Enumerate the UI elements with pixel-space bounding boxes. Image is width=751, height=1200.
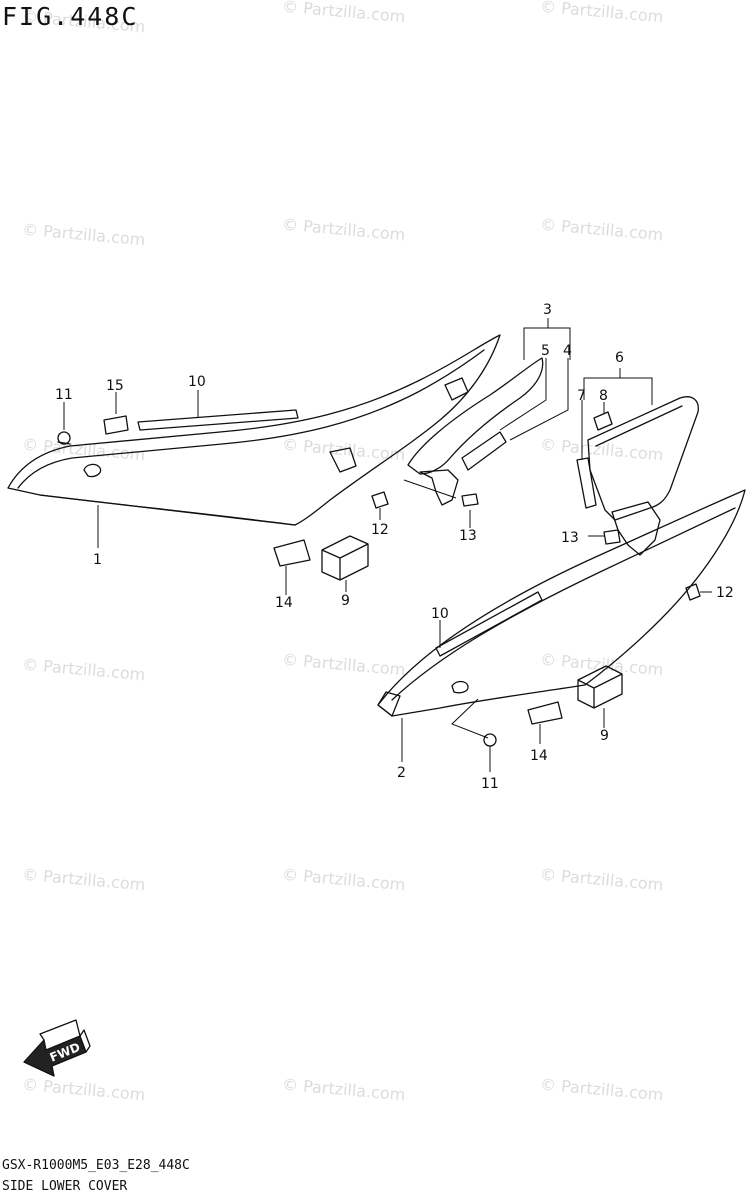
side-lower-cover-left-bottom-edge [39,494,296,526]
section-name: SIDE LOWER COVER [2,1179,128,1194]
callout-15: 15 [106,378,124,394]
callout-9-right: 9 [600,728,609,744]
callout-10-lower: 10 [431,606,449,622]
bolt-13-right[interactable] [603,529,621,545]
frame-cover-upper[interactable] [407,357,544,475]
callout-2: 2 [397,765,406,781]
forward-arrow-icon: FWD [23,1019,91,1077]
callout-12-left: 12 [371,522,389,538]
grommet-hole [83,463,102,478]
cushion-9-left[interactable] [321,535,369,581]
callout-6: 6 [615,350,624,366]
callout-12-right: 12 [716,585,734,601]
tape-14-left[interactable] [273,539,311,567]
figure-title: FIG.448C [2,2,139,31]
nut-12-right[interactable] [685,583,701,601]
leader-lines [63,318,712,772]
screw-11-upper-shank [57,441,71,445]
nut-12-left[interactable] [371,491,389,509]
trim-strip-10-lower[interactable] [435,591,543,657]
callout-11-upper: 11 [55,387,73,403]
callout-11-lower: 11 [481,776,499,792]
side-cover-right-upper[interactable] [587,396,699,521]
side-cover-right-upper-inner [595,405,683,447]
side-lower-cover-right[interactable] [377,489,746,717]
callout-7: 7 [577,388,586,404]
side-lower-cover-right-hole [451,680,469,694]
pad-8[interactable] [593,411,613,431]
side-lower-cover-right-inner [391,507,736,701]
mount-clip-mid [329,447,357,473]
callout-4: 4 [563,343,572,359]
side-lower-cover-left[interactable] [7,334,501,526]
frame-cover-bracket[interactable] [419,469,459,506]
trim-strip-10-upper[interactable] [137,409,299,431]
screw-11-upper[interactable] [57,431,71,445]
side-lower-cover-left-inner-edge [17,349,485,489]
callout-5: 5 [541,343,550,359]
cushion-9-right[interactable] [577,665,623,709]
callout-8: 8 [599,388,608,404]
screw-11-lower[interactable] [483,733,497,747]
callout-10-upper: 10 [188,374,206,390]
callout-13-right: 13 [561,530,579,546]
bracket-right [611,501,661,556]
bolt-13-center[interactable] [461,493,479,507]
callout-3: 3 [543,302,552,318]
callout-14-left: 14 [275,595,293,611]
cover-lip [377,691,401,717]
mount-tab-top [444,377,469,401]
strip-7[interactable] [576,457,597,509]
callout-14-right: 14 [530,748,548,764]
callout-13-center: 13 [459,528,477,544]
callout-9-left: 9 [341,593,350,609]
frame-cover-block-4[interactable] [461,431,507,471]
pad-15[interactable] [103,415,129,435]
model-code: GSX-R1000M5_E03_E28_448C [2,1158,190,1173]
callout-1: 1 [93,552,102,568]
tape-14-right[interactable] [527,701,563,725]
